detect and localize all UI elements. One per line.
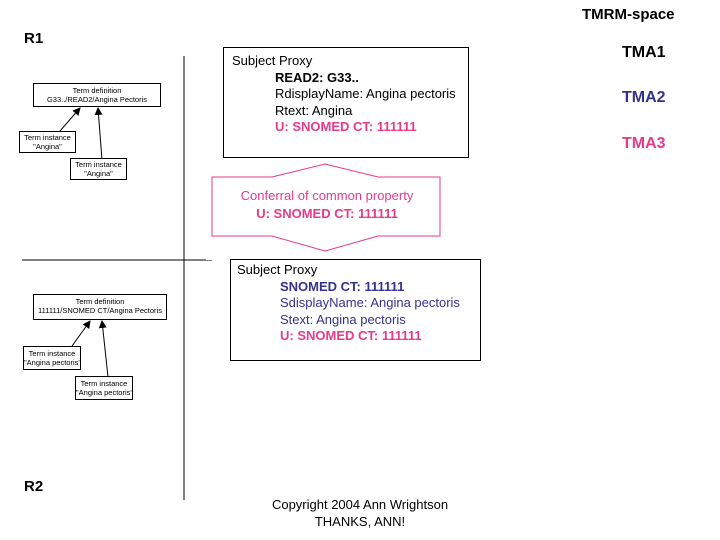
term-instance-label: Term instance	[24, 133, 71, 142]
term-instance-label: Term instance	[80, 379, 128, 388]
proxy-display-name: RdisplayName: Angina pectoris	[275, 86, 456, 101]
conferral-property: U: SNOMED CT: 111111	[256, 206, 398, 221]
thanks-text: THANKS, ANN!	[314, 514, 406, 529]
term-instance-value: "Angina"	[33, 142, 62, 151]
subject-proxy-r1: Subject Proxy READ2: G33.. RdisplayName:…	[223, 47, 469, 158]
proxy-read2-code: READ2: G33..	[275, 69, 359, 85]
r1-arrow-2	[94, 107, 103, 161]
proxy-unified-property: U: SNOMED CT: 111111	[280, 328, 422, 343]
proxy-snomed-code: SNOMED CT: 111111	[280, 278, 405, 294]
proxy-display-name: SdisplayName: Angina pectoris	[280, 295, 460, 310]
copyright-text: Copyright 2004 Ann Wrightson	[271, 497, 449, 512]
subject-proxy-r2: Subject Proxy SNOMED CT: 111111 Sdisplay…	[230, 259, 481, 361]
r1-label: R1	[24, 30, 44, 47]
r2-arrow-2	[98, 320, 109, 378]
tmrm-space-label: TMRM-space	[582, 6, 675, 23]
proxy-text: Stext: Angina pectoris	[280, 311, 406, 327]
tma1-label: TMA1	[622, 44, 666, 61]
term-instance-label: Term instance	[28, 349, 76, 358]
proxy-unified-property: U: SNOMED CT: 111111	[275, 119, 417, 134]
r2-label: R2	[24, 478, 44, 495]
term-definition-label: Term definition	[72, 86, 122, 95]
r2-term-definition: Term definition 111111/SNOMED CT/Angina …	[33, 294, 167, 320]
term-definition-label: Term definition	[75, 297, 125, 306]
proxy-title: Subject Proxy	[232, 53, 313, 68]
r1-term-instance-1: Term instance "Angina"	[19, 131, 76, 153]
conferral-title: Conferral of common property	[240, 188, 414, 203]
term-instance-label: Term instance	[75, 160, 122, 169]
r1-term-definition: Term definition G33../READ2/Angina Pecto…	[33, 83, 161, 107]
proxy-text: Rtext: Angina	[275, 102, 353, 118]
r1-arrow-1	[59, 107, 81, 132]
r2-arrow-1	[71, 320, 91, 347]
tma3-label: TMA3	[622, 135, 666, 152]
term-definition-value: 111111/SNOMED CT/Angina Pectoris	[38, 306, 162, 315]
r2-term-instance-1: Term instance "Angina pectoris"	[23, 346, 81, 370]
r1-term-instance-2: Term instance "Angina"	[70, 158, 127, 180]
r2-term-instance-2: Term instance "Angina pectoris"	[75, 376, 133, 400]
term-instance-value: "Angina"	[84, 169, 113, 178]
term-definition-value: G33../READ2/Angina Pectoris	[46, 95, 148, 104]
proxy-title: Subject Proxy	[237, 262, 318, 277]
term-instance-value: "Angina pectoris"	[24, 358, 82, 367]
tma2-label: TMA2	[622, 89, 666, 106]
term-instance-value: "Angina pectoris"	[76, 388, 134, 397]
